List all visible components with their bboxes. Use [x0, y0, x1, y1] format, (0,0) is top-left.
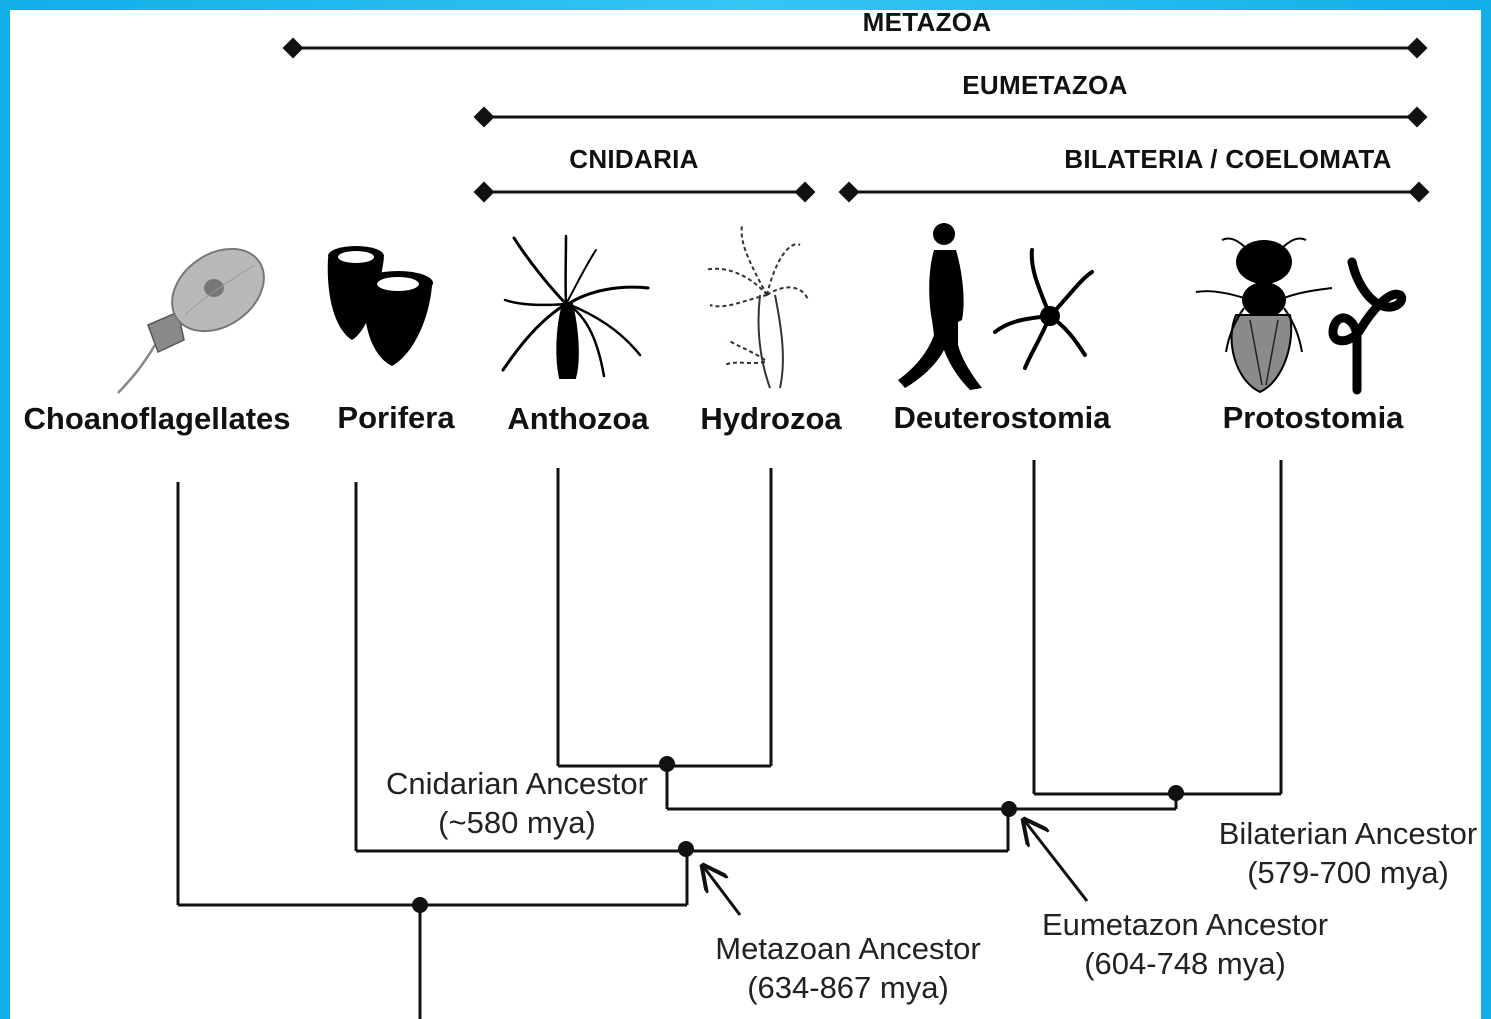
- taxon-label-choanoflagellates: Choanoflagellates: [24, 401, 291, 437]
- eumetazoa-label: EUMETAZOA: [962, 70, 1127, 101]
- bilaterian-ancestor-name: Bilaterian Ancestor: [1219, 814, 1477, 853]
- taxon-label-protostomia: Protostomia: [1223, 400, 1404, 436]
- taxon-label-deuterostomia: Deuterostomia: [893, 400, 1110, 436]
- nematode-icon: [1333, 262, 1402, 390]
- root-node: [412, 897, 428, 913]
- choanoflagellate-cell-icon: [118, 232, 280, 393]
- cnidaria-label: CNIDARIA: [569, 144, 699, 175]
- eumetazoan-ancestor-name: Eumetazon Ancestor: [1042, 905, 1328, 944]
- taxon-label-hydrozoa: Hydrozoa: [700, 401, 841, 437]
- metazoan-ancestor-date: (634-867 mya): [715, 968, 980, 1007]
- metazoan-ancestor-name: Metazoan Ancestor: [715, 929, 980, 968]
- bilaterian-ancestor-node: [1168, 785, 1184, 801]
- metazoan-ancestor-node: [678, 841, 694, 857]
- metazoa-label: METAZOA: [863, 10, 992, 38]
- taxon-label-anthozoa: Anthozoa: [507, 401, 648, 437]
- eumetazoan-ancestor-label: Eumetazon Ancestor (604-748 mya): [1042, 905, 1328, 983]
- diagram-panel: METAZOA EUMETAZOA CNIDARIA BILATERIA / C…: [10, 10, 1481, 1019]
- metazoan-ancestor-arrow: [703, 866, 740, 915]
- bilaterian-ancestor-label: Bilaterian Ancestor (579-700 mya): [1219, 814, 1477, 892]
- cnidarian-ancestor-name: Cnidarian Ancestor: [386, 764, 648, 803]
- cnidarian-ancestor-node: [659, 756, 675, 772]
- human-silhouette-icon: [898, 223, 982, 390]
- bilateria-label: BILATERIA / COELOMATA: [1064, 144, 1391, 175]
- taxon-label-porifera: Porifera: [337, 400, 454, 436]
- sea-anemone-icon: [503, 236, 648, 378]
- eumetazoan-ancestor-arrow: [1024, 820, 1087, 901]
- hydra-icon: [705, 225, 808, 388]
- cnidarian-ancestor-date: (~580 mya): [386, 803, 648, 842]
- eumetazoan-ancestor-node: [1001, 801, 1017, 817]
- eumetazoan-ancestor-date: (604-748 mya): [1042, 944, 1328, 983]
- brittle-star-icon: [995, 250, 1092, 368]
- metazoan-ancestor-label: Metazoan Ancestor (634-867 mya): [715, 929, 980, 1007]
- cnidarian-ancestor-label: Cnidarian Ancestor (~580 mya): [386, 764, 648, 842]
- bilaterian-ancestor-date: (579-700 mya): [1219, 853, 1477, 892]
- sponge-icon: [328, 246, 433, 366]
- fly-icon: [1196, 238, 1332, 392]
